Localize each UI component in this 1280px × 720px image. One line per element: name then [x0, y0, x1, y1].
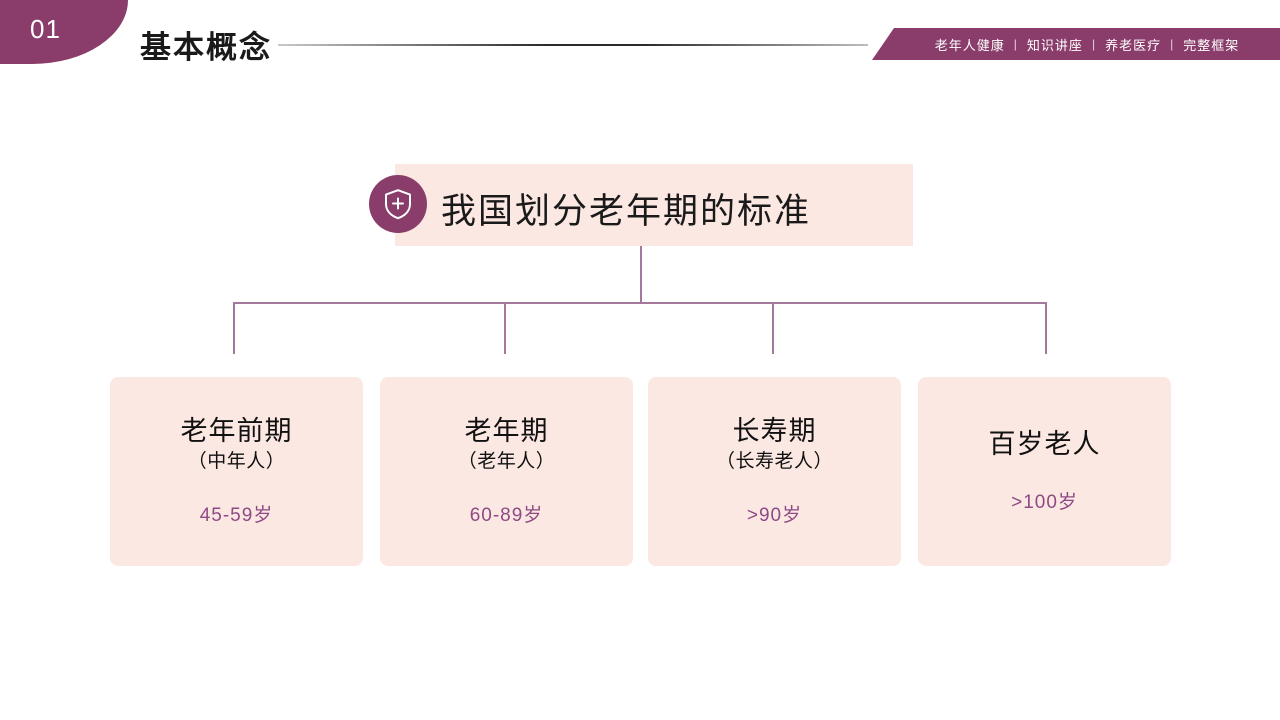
tag-item-1: 知识讲座	[1026, 37, 1083, 53]
stage-card-title: 百岁老人	[988, 429, 1101, 461]
stage-card-title: 老年期	[464, 416, 549, 448]
stage-card-subtitle: （长寿老人）	[715, 450, 833, 473]
stage-card-age: 45-59岁	[199, 504, 274, 526]
connector-drop-3	[1045, 303, 1047, 354]
stage-card-subtitle: （中年人）	[187, 450, 286, 473]
connector-horizontal-bar	[233, 302, 1047, 304]
stage-card-age: >90岁	[746, 504, 803, 526]
connector-stem	[640, 246, 642, 304]
tag-separator-1: |	[1091, 37, 1097, 51]
section-number-text: 01	[30, 14, 61, 44]
section-number-badge	[0, 0, 128, 64]
tag-banner-inner: 老年人健康 | 知识讲座 | 养老医疗 | 完整框架	[872, 28, 1280, 60]
connector-drop-0	[233, 303, 235, 354]
stage-card-2[interactable]: 长寿期 （长寿老人） >90岁	[648, 377, 901, 566]
stage-card-age: >100岁	[1011, 491, 1078, 513]
stage-card-title: 老年前期	[180, 416, 293, 448]
connector-drop-2	[772, 303, 774, 354]
tag-item-2: 养老医疗	[1105, 37, 1162, 53]
shield-plus-icon	[369, 175, 427, 233]
tag-banner: 老年人健康 | 知识讲座 | 养老医疗 | 完整框架	[872, 28, 1280, 60]
main-title-card	[395, 164, 913, 246]
title-divider-line	[278, 44, 868, 46]
tag-item-0: 老年人健康	[934, 37, 1005, 53]
tag-separator-2: |	[1170, 37, 1175, 51]
stage-card-age: 60-89岁	[469, 504, 544, 526]
main-title-text: 我国划分老年期的标准	[441, 192, 812, 232]
stage-card-0[interactable]: 老年前期 （中年人） 45-59岁	[110, 377, 363, 566]
page-title: 基本概念	[140, 30, 272, 66]
tag-separator-0: |	[1013, 37, 1018, 51]
stage-card-title: 长寿期	[732, 416, 817, 448]
stage-card-1[interactable]: 老年期 （老年人） 60-89岁	[380, 377, 633, 566]
stage-card-3[interactable]: 百岁老人 >100岁	[918, 377, 1171, 566]
tag-item-3: 完整框架	[1183, 37, 1240, 53]
stage-card-subtitle: （老年人）	[457, 450, 556, 473]
connector-drop-1	[504, 303, 506, 354]
